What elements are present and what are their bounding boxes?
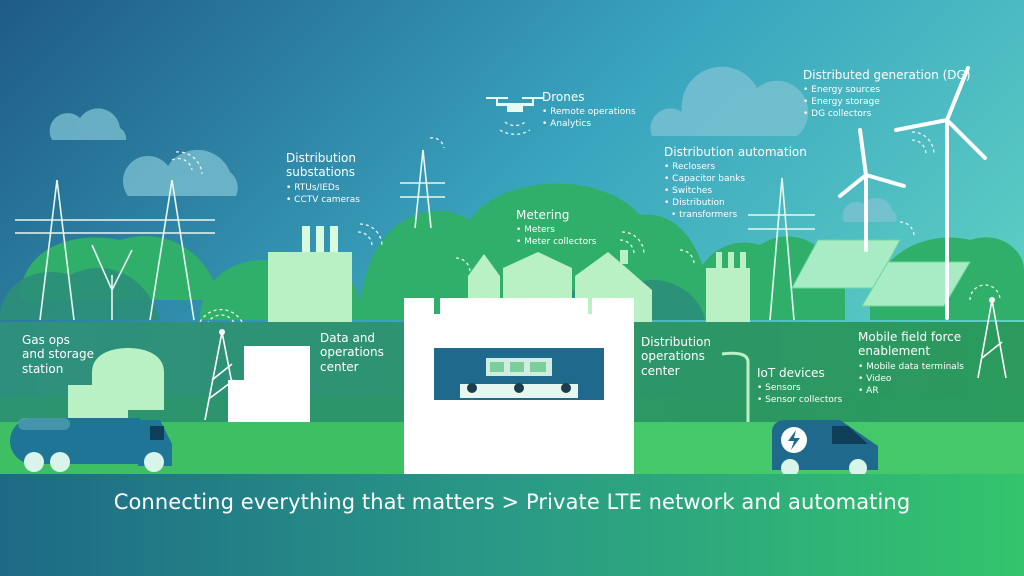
distributed-generation-label: Distributed generation (DG) Energy sourc… — [803, 68, 971, 120]
distribution-automation-item: Capacitor banks — [664, 173, 807, 185]
drones-item: Analytics — [542, 118, 636, 130]
distribution-automation-item: Distribution — [664, 197, 807, 209]
iot-devices-title: IoT devices — [757, 366, 825, 380]
distributed-generation-item: Energy storage — [803, 96, 971, 108]
mobile-field-force-title: Mobile field force — [858, 330, 962, 344]
metering-label: Metering Meters Meter collectors — [516, 208, 596, 248]
distribution-operations-center-building — [404, 298, 634, 474]
distribution-automation-item: Switches — [664, 185, 807, 197]
distribution-automation-item: transformers — [664, 209, 807, 221]
gas-ops-title: station — [22, 361, 64, 376]
gas-ops-title: and storage — [22, 347, 94, 362]
distributed-generation-item: DG collectors — [803, 108, 971, 120]
solar-panel-icon — [791, 239, 971, 307]
drones-label: Drones Remote operations Analytics — [542, 90, 636, 130]
iot-devices-item: Sensor collectors — [757, 394, 842, 406]
distribution-operations-center-title: center — [641, 363, 680, 378]
mobile-field-force-label: Mobile field force enablement Mobile dat… — [858, 330, 964, 397]
metering-item: Meter collectors — [516, 236, 596, 248]
cloud-icon — [49, 66, 897, 222]
distribution-substations-item: RTUs/IEDs — [286, 182, 360, 194]
substation-building — [268, 226, 352, 324]
distribution-operations-center-label: Distribution operations center — [641, 335, 711, 378]
distributed-generation-item: Energy sources — [803, 84, 971, 96]
data-operations-center-title: Data and — [320, 331, 376, 345]
data-operations-center-building — [228, 346, 310, 422]
distribution-automation-label: Distribution automation Reclosers Capaci… — [664, 145, 807, 221]
drones-item: Remote operations — [542, 106, 636, 118]
distribution-operations-center-title: operations — [641, 349, 705, 364]
data-operations-center-title: center — [320, 359, 359, 374]
distribution-substations-item: CCTV cameras — [286, 194, 360, 206]
iot-devices-label: IoT devices Sensors Sensor collectors — [757, 366, 842, 406]
gas-ops-label: Gas ops and storage station — [22, 333, 94, 376]
mobile-field-force-title: enablement — [858, 344, 931, 359]
distribution-automation-item: Reclosers — [664, 161, 807, 173]
distributed-generation-title: Distributed generation (DG) — [803, 68, 971, 82]
drone-icon — [486, 97, 544, 112]
distribution-substations-label: Distribution substations RTUs/IEDs CCTV … — [286, 151, 360, 206]
mobile-field-force-item: Video — [858, 373, 964, 385]
distribution-substations-title: substations — [286, 165, 356, 180]
metering-title: Metering — [516, 208, 570, 222]
mobile-field-force-item: Mobile data terminals — [858, 361, 964, 373]
fuel-truck-icon — [10, 418, 172, 472]
distribution-substations-title: Distribution — [286, 151, 357, 165]
data-operations-center-label: Data and operations center — [320, 331, 384, 374]
caption-text: Connecting everything that matters > Pri… — [113, 490, 911, 514]
gas-ops-title: Gas ops — [22, 333, 70, 347]
metering-item: Meters — [516, 224, 596, 236]
data-operations-center-title: operations — [320, 345, 384, 360]
mobile-field-force-item: AR — [858, 385, 964, 397]
iot-devices-item: Sensors — [757, 382, 842, 394]
drones-title: Drones — [542, 90, 585, 104]
service-van-icon — [772, 420, 878, 477]
distribution-automation-title: Distribution automation — [664, 145, 807, 159]
distribution-operations-center-title: Distribution — [641, 335, 712, 349]
